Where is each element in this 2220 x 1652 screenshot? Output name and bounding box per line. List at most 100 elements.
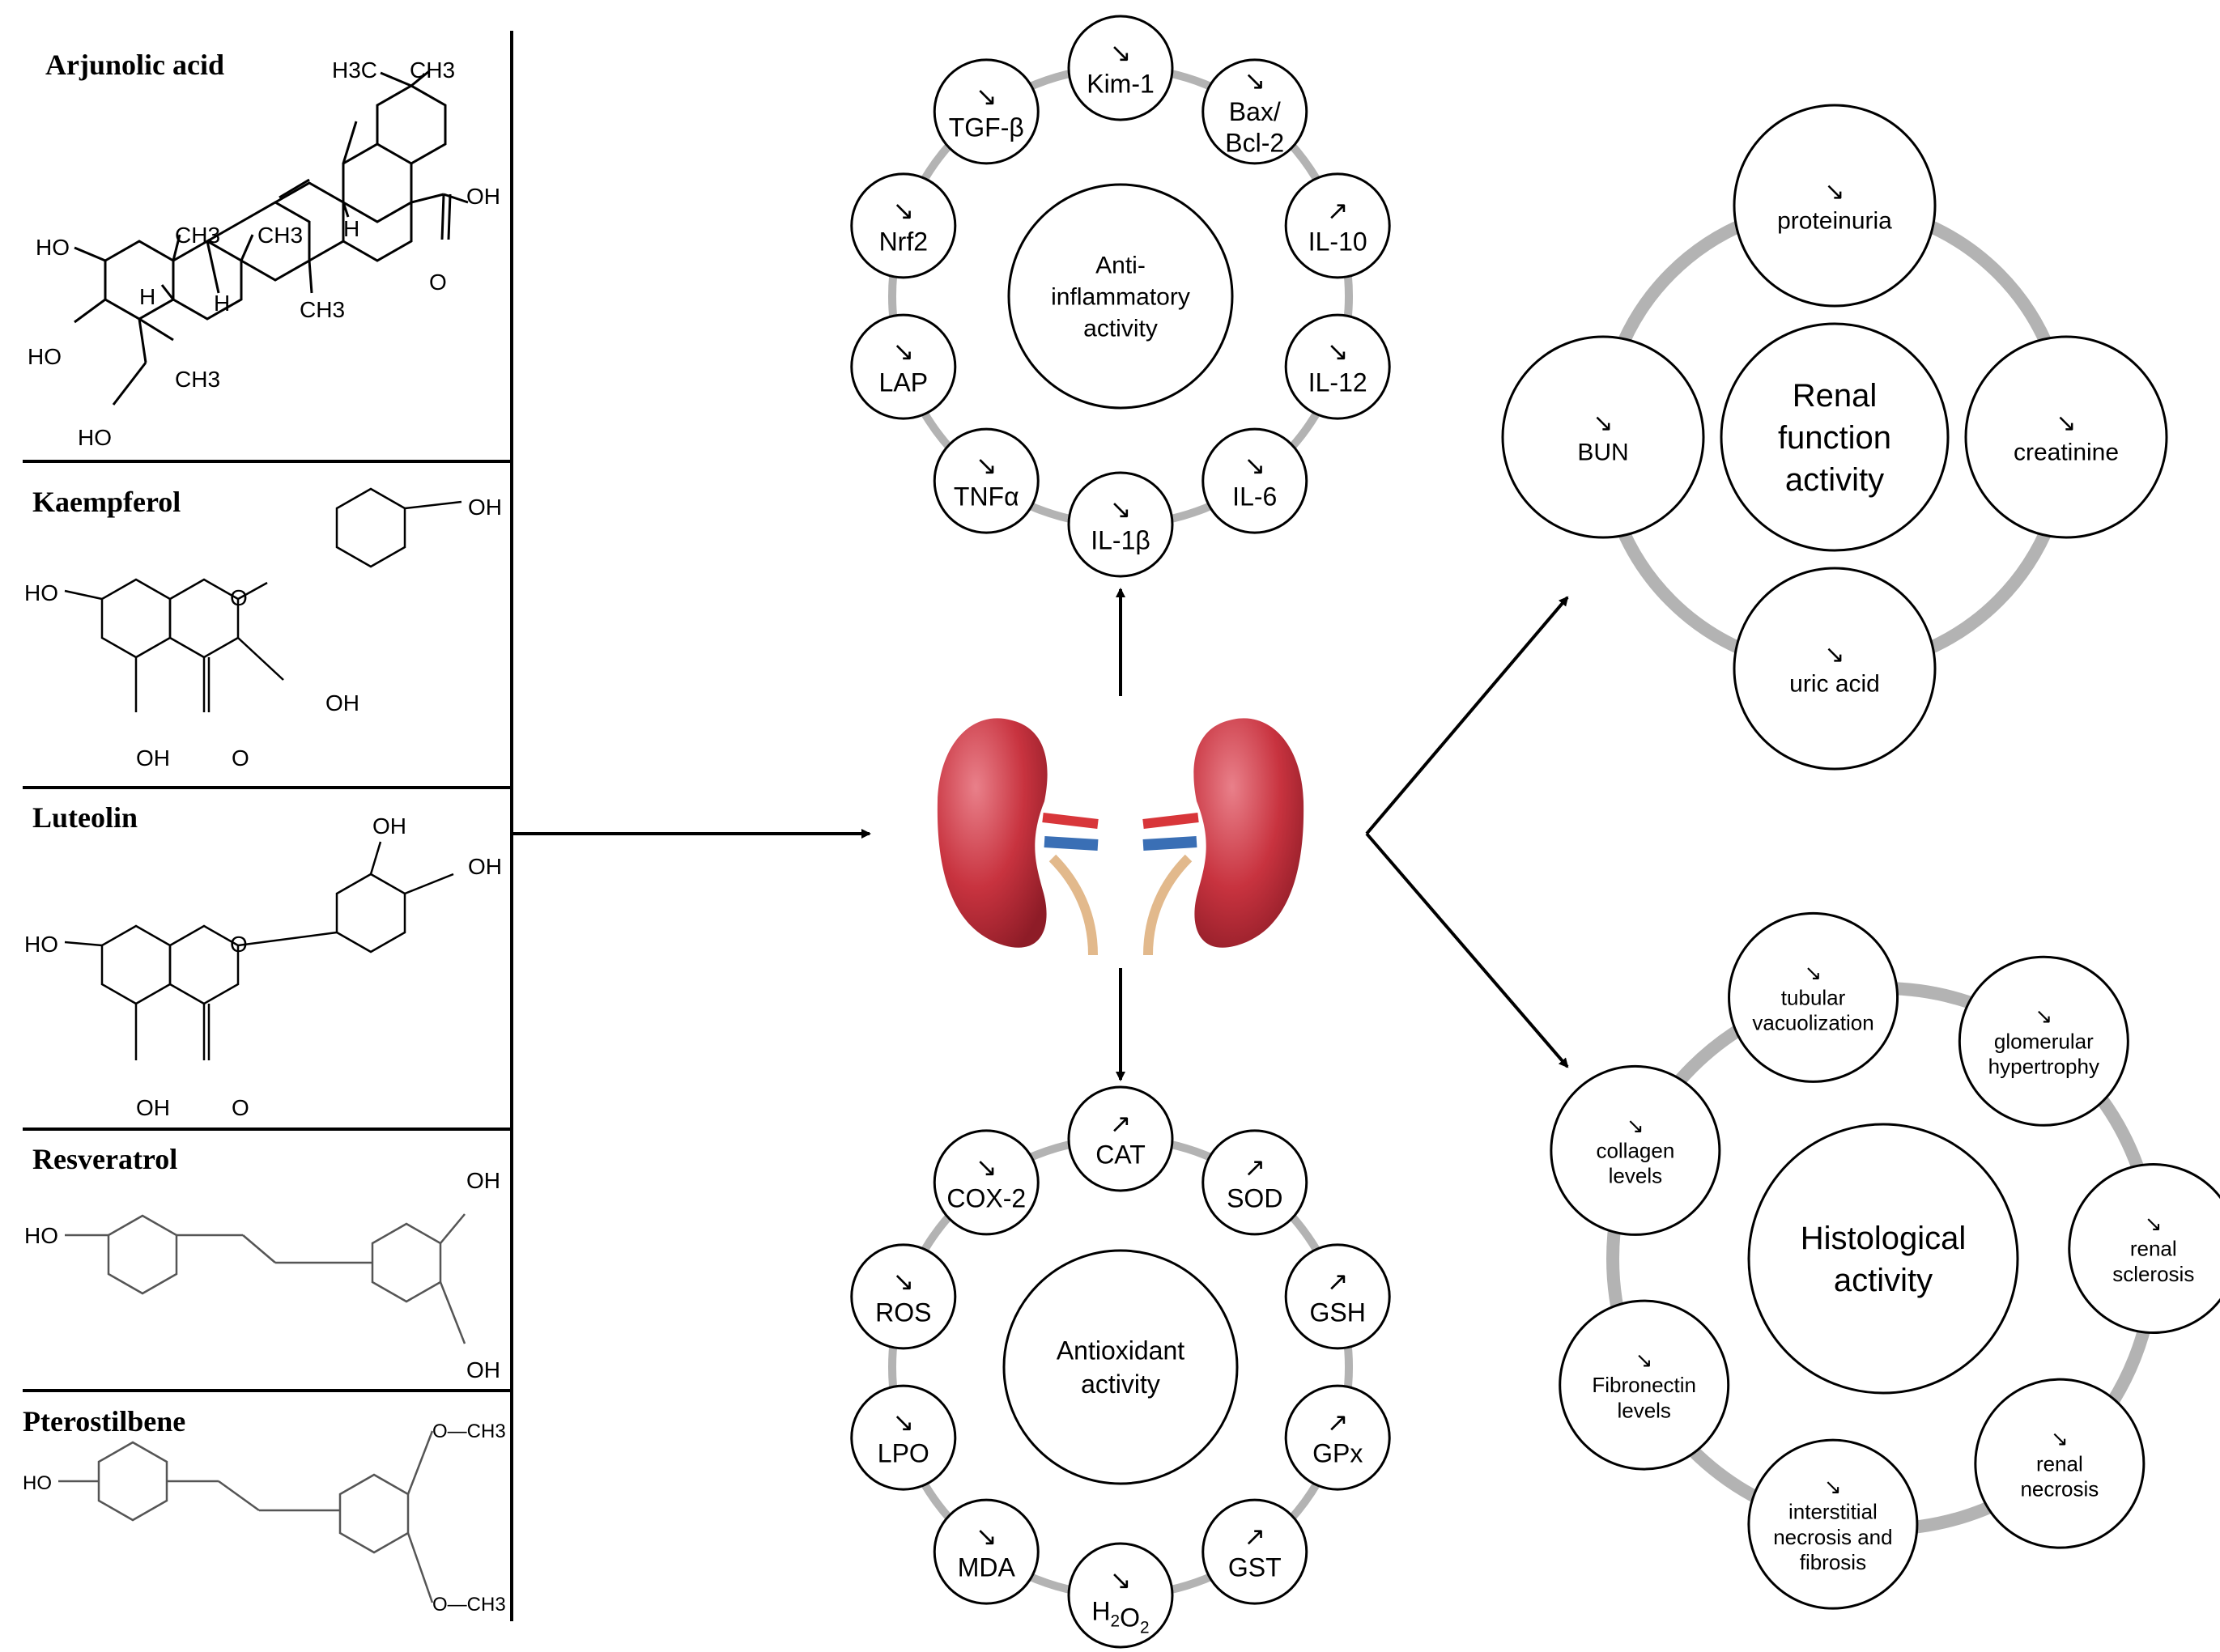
atom-label: OH — [466, 1168, 500, 1193]
marker-circle — [933, 427, 1040, 534]
marker-label: BUN — [1577, 440, 1628, 466]
ureter — [1143, 854, 1193, 956]
marker-circle — [1958, 955, 2129, 1127]
marker-label: LPO — [878, 1439, 929, 1468]
marker-label: Bcl-2 — [1225, 128, 1284, 157]
marker-circle — [1284, 313, 1391, 420]
cluster-center-label: function — [1778, 420, 1891, 456]
trend-arrow-icon: ↘ — [1110, 38, 1132, 67]
marker-node: ↘ROS — [850, 1243, 957, 1350]
marker-label: hypertrophy — [1988, 1055, 2099, 1079]
cluster-center-label: activity — [1785, 462, 1884, 498]
marker-circle — [1201, 1498, 1308, 1605]
atom-label: CH3 — [300, 297, 345, 322]
marker-label: IL-1β — [1091, 525, 1150, 554]
compound-resveratrol: Resveratrol OH HO OH — [24, 1143, 500, 1382]
cluster-center-circle — [1747, 1123, 2019, 1395]
cluster-center-label: Histological — [1801, 1221, 1967, 1256]
marker-circle — [2068, 1163, 2220, 1334]
arjunolic-acid-structure — [74, 70, 469, 406]
marker-label: COX-2 — [946, 1183, 1026, 1212]
flow-arrows — [512, 588, 1569, 1081]
marker-label: H2O2 — [1091, 1596, 1149, 1637]
marker-label: IL-6 — [1232, 482, 1277, 512]
cluster-center-label: inflammatory — [1051, 284, 1190, 311]
marker-node: ↘creatinine — [1964, 335, 2168, 539]
atom-label: HO — [23, 1472, 52, 1494]
trend-arrow-icon: ↘ — [1805, 960, 1822, 984]
atom-label: CH3 — [257, 223, 303, 248]
trend-arrow-icon: ↗ — [1244, 1153, 1265, 1182]
marker-circle — [850, 313, 957, 420]
marker-circle — [1964, 335, 2168, 539]
atom-label: CH3 — [175, 223, 220, 248]
compound-pterostilbene: Pterostilbene O—CH3 HO O—CH3 — [23, 1405, 506, 1616]
atom-label: O — [429, 270, 447, 295]
marker-node: ↘Nrf2 — [850, 172, 957, 279]
cluster-center-label: activity — [1081, 1370, 1160, 1399]
marker-circle — [933, 1129, 1040, 1236]
compound-arjunolic-acid: Arjunolic acid — [28, 49, 500, 450]
marker-label: glomerular — [1994, 1029, 2094, 1053]
marker-node: ↘H2O2 — [1067, 1542, 1174, 1649]
marker-node: ↘IL-1β — [1067, 471, 1174, 578]
marker-label: renal — [2130, 1237, 2177, 1261]
marker-node: ↘IL-6 — [1201, 427, 1308, 534]
marker-circle — [1974, 1378, 2146, 1549]
marker-node: ↗GPx — [1284, 1384, 1391, 1491]
marker-label: creatinine — [2014, 440, 2119, 466]
kidney-body — [937, 718, 1048, 948]
trend-arrow-icon: ↘ — [1244, 451, 1265, 480]
trend-arrow-icon: ↘ — [976, 1153, 997, 1182]
kidneys-illustration — [937, 718, 1304, 956]
marker-node: ↘TGF-β — [933, 58, 1040, 165]
marker-circle — [1284, 1384, 1391, 1491]
marker-label: interstitial — [1788, 1500, 1878, 1524]
compound-title: Pterostilbene — [23, 1405, 185, 1438]
atom-label: O — [230, 932, 248, 957]
marker-node: ↘COX-2 — [933, 1129, 1040, 1236]
marker-node: ↘LPO — [850, 1384, 957, 1491]
trend-arrow-icon: ↘ — [1824, 179, 1844, 206]
marker-node: ↘Kim-1 — [1067, 15, 1174, 121]
marker-circle — [1501, 335, 1705, 539]
trend-arrow-icon: ↗ — [1327, 1408, 1349, 1437]
atom-label: H3C — [332, 57, 377, 83]
trend-arrow-icon: ↘ — [1824, 1474, 1842, 1498]
atom-label: HO — [24, 932, 58, 957]
marker-label: GST — [1228, 1553, 1282, 1582]
marker-node: ↘uric acid — [1733, 567, 1937, 771]
cluster-center-label: Antioxidant — [1057, 1336, 1184, 1365]
marker-label: TNFα — [954, 482, 1019, 512]
trend-arrow-icon: ↘ — [892, 1408, 914, 1437]
atom-label: OH — [325, 690, 359, 716]
marker-label: collagen — [1596, 1139, 1674, 1163]
atom-label: OH — [468, 495, 502, 520]
marker-node: ↘TNFα — [933, 427, 1040, 534]
marker-node: ↘LAP — [850, 313, 957, 420]
marker-circle — [1067, 1542, 1174, 1649]
arrow-to-renal-function — [1365, 596, 1569, 835]
marker-node: ↘MDA — [933, 1498, 1040, 1605]
cluster-center-circle — [1007, 183, 1234, 410]
marker-label: sclerosis — [2112, 1262, 2194, 1286]
marker-circle — [1067, 471, 1174, 578]
atom-label: HO — [24, 1223, 58, 1248]
atom-label: O — [232, 1095, 249, 1120]
atom-label: OH — [466, 184, 500, 209]
marker-node: ↗CAT — [1067, 1085, 1174, 1192]
trend-arrow-icon: ↘ — [1244, 66, 1265, 96]
atom-label: OH — [468, 854, 502, 879]
trend-arrow-icon: ↘ — [1635, 1348, 1653, 1372]
trend-arrow-icon: ↗ — [1244, 1522, 1265, 1551]
trend-arrow-icon: ↘ — [1110, 1565, 1132, 1595]
cluster-center-label: Renal — [1793, 378, 1878, 414]
marker-label: TGF-β — [949, 113, 1024, 142]
marker-circle — [1733, 104, 1937, 308]
marker-node: ↘proteinuria — [1733, 104, 1937, 308]
marker-node: ↗GSH — [1284, 1243, 1391, 1350]
atom-label: OH — [372, 813, 406, 839]
